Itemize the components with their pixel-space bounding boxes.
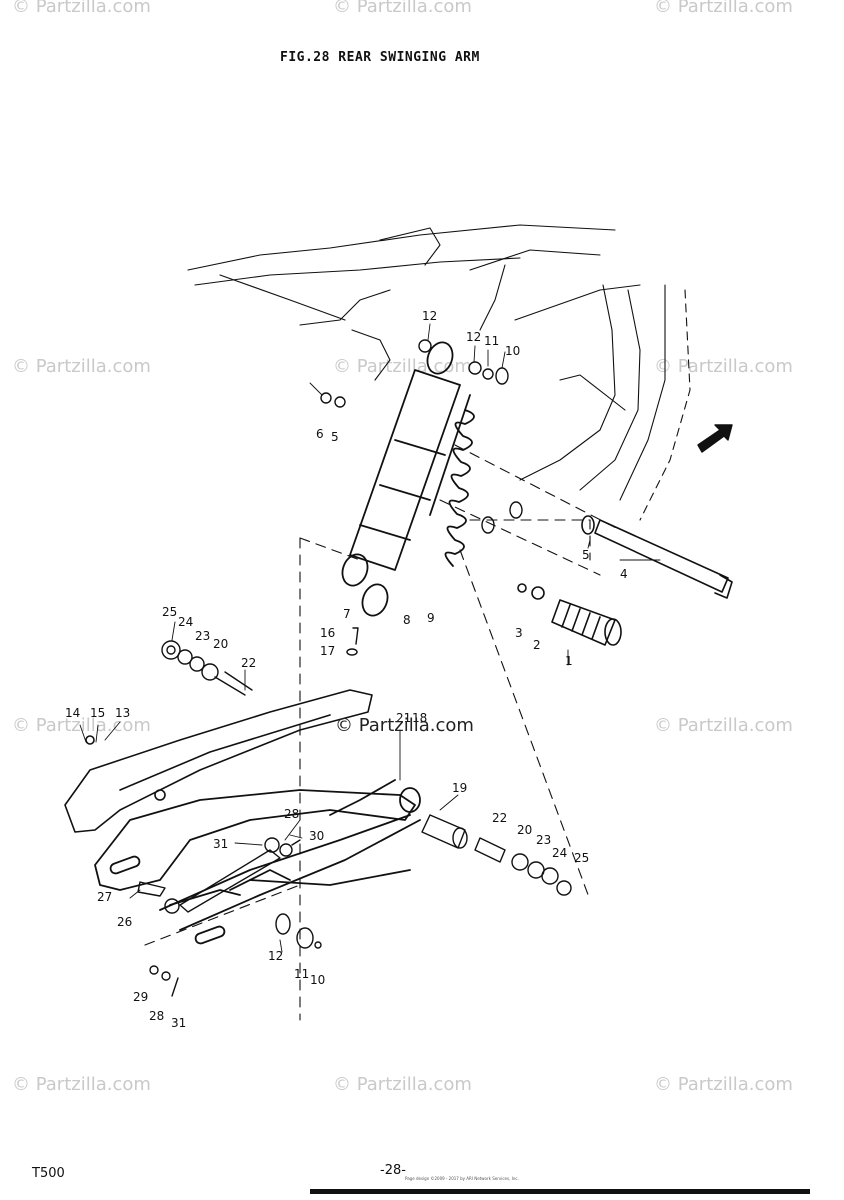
callout-label: 21	[396, 711, 411, 725]
watermark: © Partzilla.com	[333, 1074, 472, 1095]
frame-outline	[187, 224, 691, 521]
callout-label: 11	[294, 967, 309, 981]
watermark: © Partzilla.com	[12, 0, 151, 17]
callout-label: 20	[517, 823, 532, 837]
copyright-credit: Page design ©2009 - 2017 by ARI Network …	[405, 1176, 519, 1181]
callout-label: 13	[115, 706, 130, 720]
footpeg-rubber	[517, 583, 622, 646]
callout-label: 17	[320, 644, 335, 658]
callout-label: 14	[65, 706, 80, 720]
callout-label: 12	[422, 309, 437, 323]
callout-label: 29	[133, 990, 148, 1004]
watermark: © Partzilla.com	[654, 0, 793, 17]
callout-label: 2	[533, 638, 541, 652]
callout-label: 24	[552, 846, 567, 860]
model-label: T500	[32, 1166, 65, 1181]
watermark: © Partzilla.com	[654, 1074, 793, 1095]
callout-label: 12	[466, 330, 481, 344]
right-bushing-stack	[421, 814, 572, 896]
callout-label: 4	[620, 567, 628, 581]
callout-label: 16	[320, 626, 335, 640]
callout-label: 27	[97, 890, 112, 904]
callout-label: 5	[331, 430, 339, 444]
swing-arm	[94, 779, 421, 945]
callout-label: 28	[149, 1009, 164, 1023]
watermark: © Partzilla.com	[333, 0, 472, 17]
callout-label: 22	[241, 656, 256, 670]
center-watermark: © Partzilla.com	[335, 715, 474, 736]
shock-hardware	[320, 339, 523, 534]
lower-hardware	[149, 913, 322, 997]
callout-label: 26	[117, 915, 132, 929]
callout-label: 28	[284, 807, 299, 821]
callout-label: 6	[316, 427, 324, 441]
watermark: © Partzilla.com	[654, 715, 793, 736]
watermark: © Partzilla.com	[12, 715, 151, 736]
callout-label: 23	[195, 629, 210, 643]
callout-label: 18	[412, 711, 427, 725]
front-direction-arrow	[697, 424, 733, 453]
callout-label: 5	[582, 548, 590, 562]
callout-label: 12	[268, 949, 283, 963]
swing-arm-pivot-axle	[581, 515, 733, 599]
callout-label: 31	[171, 1016, 186, 1030]
callout-label: 1	[565, 654, 573, 668]
chain-adjuster	[137, 837, 301, 914]
callout-label: 24	[178, 615, 193, 629]
watermark: © Partzilla.com	[12, 1074, 151, 1095]
callout-label: 10	[505, 344, 520, 358]
chain-case-bolt	[346, 627, 359, 656]
callout-label: 8	[403, 613, 411, 627]
callout-label: 3	[515, 626, 523, 640]
callout-label: 7	[343, 607, 351, 621]
left-bushing-stack	[161, 640, 253, 696]
watermark: © Partzilla.com	[12, 356, 151, 377]
chain-case	[64, 689, 373, 833]
watermark: © Partzilla.com	[333, 356, 472, 377]
figure-title: FIG.28 REAR SWINGING ARM	[280, 50, 480, 65]
callout-label: 19	[452, 781, 467, 795]
rear-shock-absorber	[341, 341, 475, 617]
bottom-rule	[310, 1189, 810, 1194]
callout-label: 25	[574, 851, 589, 865]
callout-label: 15	[90, 706, 105, 720]
shock-spring	[429, 394, 475, 567]
callout-label: 22	[492, 811, 507, 825]
callout-label: 20	[213, 637, 228, 651]
callout-label: 10	[310, 973, 325, 987]
callout-label: 9	[427, 611, 435, 625]
callout-label: 30	[309, 829, 324, 843]
callout-label: 25	[162, 605, 177, 619]
callout-label: 11	[484, 334, 499, 348]
page-number: -28-	[380, 1163, 406, 1178]
callout-label: 31	[213, 837, 228, 851]
callout-label: 23	[536, 833, 551, 847]
